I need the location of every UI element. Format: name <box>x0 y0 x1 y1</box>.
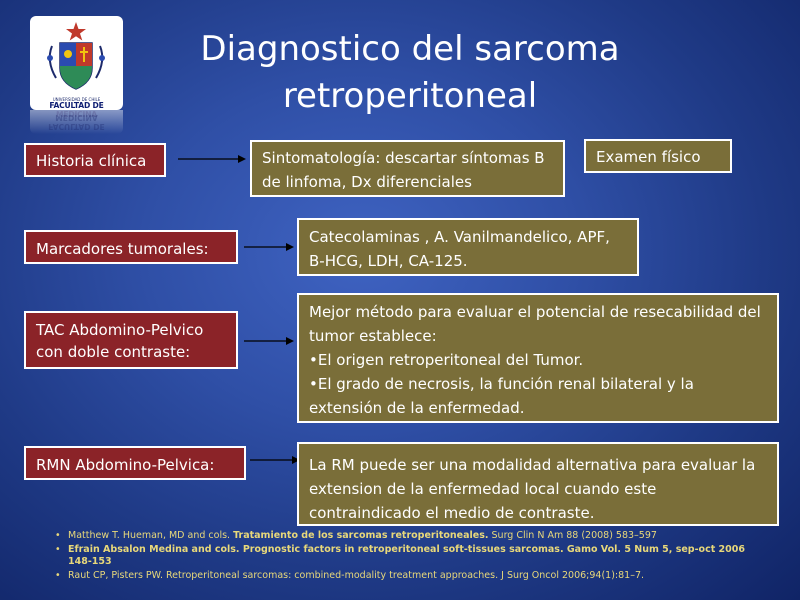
reference-item: • Matthew T. Hueman, MD and cols. Tratam… <box>55 530 657 541</box>
logo-university-text: UNIVERSIDAD DE CHILE <box>52 97 101 102</box>
references-list: • Matthew T. Hueman, MD and cols. Tratam… <box>52 530 772 584</box>
info-tac-bullet-1: •El origen retroperitoneal del Tumor. <box>309 351 584 369</box>
arrow-right-icon <box>244 337 294 345</box>
label-rmn: RMN Abdomino-Pelvica: <box>24 446 246 480</box>
label-tac: TAC Abdomino-Pelvico con doble contraste… <box>24 311 238 369</box>
slide-title-line-2: retroperitoneal <box>282 76 538 116</box>
logo-reflection-text: FACULTAD DE MEDICINA <box>48 113 105 131</box>
logo-reflection: FACULTAD DE MEDICINA <box>30 110 123 134</box>
info-sintomatologia: Sintomatología: descartar síntomas B de … <box>250 140 565 197</box>
info-tac-bullet-2: •El grado de necrosis, la función renal … <box>309 375 694 417</box>
info-tac-intro: Mejor método para evaluar el potencial d… <box>309 303 761 345</box>
bullet-icon: • <box>55 530 61 541</box>
arrow-right-icon <box>178 155 246 163</box>
label-marcadores-tumorales: Marcadores tumorales: <box>24 230 238 264</box>
bullet-icon: • <box>55 570 61 581</box>
slide-title-line-1: Diagnostico del sarcoma <box>200 29 620 69</box>
info-rmn: La RM puede ser una modalidad alternativ… <box>297 442 779 526</box>
university-logo: UNIVERSIDAD DE CHILE FACULTAD DE MEDICIN… <box>30 16 123 119</box>
info-examen-fisico: Examen físico <box>584 139 732 173</box>
label-historia-clinica: Historia clínica <box>24 143 166 177</box>
university-crest-icon <box>47 22 105 90</box>
slide-title: Diagnostico del sarcoma retroperitoneal <box>140 26 680 120</box>
info-marcadores: Catecolaminas , A. Vanilmandelico, APF, … <box>297 218 639 276</box>
bullet-icon: • <box>55 544 61 555</box>
arrow-right-icon <box>244 243 294 251</box>
info-tac: Mejor método para evaluar el potencial d… <box>297 293 779 423</box>
reference-item: • Raut CP, Pisters PW. Retroperitoneal s… <box>55 570 645 581</box>
arrow-right-icon <box>250 456 300 464</box>
reference-item: • Efrain Absalon Medina and cols. Progno… <box>55 544 745 567</box>
logo-faculty-text: FACULTAD DE MEDICINA <box>49 101 104 119</box>
